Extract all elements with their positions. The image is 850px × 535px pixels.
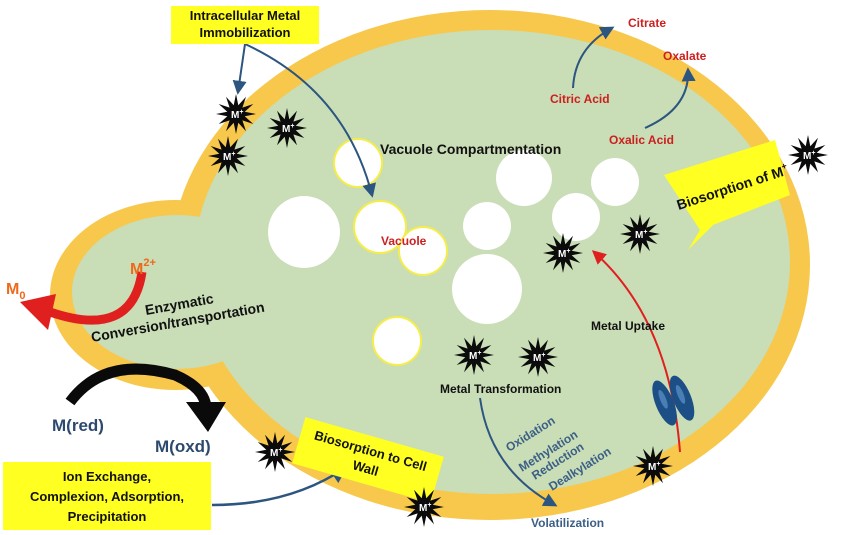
metal-ion-starburst-icon: M+: [518, 337, 558, 377]
ion-exchange-line-1: Ion Exchange,: [63, 469, 151, 484]
metal-ion-label: M+: [533, 352, 545, 364]
metal-ion-starburst-icon: M+: [255, 432, 295, 472]
metal-ion-starburst-icon: M+: [620, 214, 660, 254]
vacuole-label: Vacuole: [381, 234, 427, 248]
metal-ion-label: M+: [648, 461, 660, 473]
metal-ions: M+ M+ M+ M+ M+ M+ M+ M+ M+ M+ M+: [208, 94, 828, 527]
vacuole-circle: [591, 158, 639, 206]
metal-ion-starburst-icon: M+: [267, 108, 307, 148]
m2-to-m0-arrow-body: [48, 271, 147, 325]
mred-to-moxd-arrow-body: [65, 363, 212, 409]
m-oxd-label: M(oxd): [155, 437, 211, 456]
metal-ion-starburst-icon: M+: [543, 233, 583, 273]
immobilization-arrow-right: [244, 43, 376, 198]
vacuole-circle: [268, 196, 340, 268]
arrows: [20, 26, 696, 507]
metal-ion-starburst-icon: M+: [404, 487, 444, 527]
metal-ion-label: M+: [223, 151, 235, 163]
ion-exchange-box: Ion Exchange, Complexion, Adsorption, Pr…: [3, 462, 211, 530]
metal-ion-label: M+: [469, 350, 481, 362]
metal-ion-label: M+: [231, 109, 243, 121]
metal-ion-label: M+: [270, 447, 282, 459]
citrate-label: Citrate: [628, 16, 666, 30]
vacuole-circle: [552, 193, 600, 241]
metal-ion-starburst-icon: M+: [208, 136, 248, 176]
metal-ion-label: M+: [419, 502, 431, 514]
bud-cytoplasm: [72, 215, 282, 369]
metal-ion-starburst-icon: M+: [454, 335, 494, 375]
metal-ion-starburst-icon: M+: [788, 135, 828, 175]
intracellular-line-1: Intracellular Metal: [190, 8, 301, 23]
transporter-channel-icon: [652, 375, 695, 426]
metal-transformation-label: Metal Transformation: [440, 382, 561, 396]
m2-to-m0-arrowhead: [20, 294, 56, 330]
metal-ion-starburst-icon: M+: [216, 94, 256, 134]
m-red-label: M(red): [52, 416, 104, 435]
volatilization-label: Volatilization: [531, 516, 604, 530]
ion-exchange-to-wall-arrow: [211, 466, 348, 507]
vacuole-circle: [372, 316, 422, 366]
biosorption-wall-line-2: Wall: [351, 457, 380, 479]
metal-ion-starburst-icon: M+: [633, 446, 673, 486]
transformation-to-volatilization-arrow: [479, 397, 558, 507]
metal-ion-label: M+: [635, 229, 647, 241]
vacuole-circle: [398, 226, 448, 276]
immobilization-arrow-left: [232, 43, 247, 95]
citric-to-citrate-arrow: [572, 26, 615, 89]
vacuole-circle: [463, 202, 511, 250]
metal-ion-label: M+: [558, 248, 570, 260]
vacuole-circle: [333, 138, 383, 188]
oxalate-label: Oxalate: [663, 49, 707, 63]
intracellular-box: Intracellular Metal Immobilization: [171, 6, 319, 44]
vacuole-circle: [496, 150, 552, 206]
vacuole-compartmentation-label: Vacuole Compartmentation: [380, 141, 561, 157]
ion-exchange-line-3: Precipitation: [68, 509, 147, 524]
m2-plus-label: M2+: [130, 257, 156, 278]
ion-exchange-line-2: Complexion, Adsorption,: [30, 489, 184, 504]
vacuoles: [268, 138, 639, 366]
metal-uptake-label: Metal Uptake: [591, 319, 665, 333]
mred-to-moxd-arrowhead: [186, 402, 226, 432]
oxalic-acid-label: Oxalic Acid: [609, 133, 674, 147]
oxalic-to-oxalate-arrow: [644, 67, 696, 129]
m0-label: M0: [6, 281, 25, 302]
citric-acid-label: Citric Acid: [550, 92, 610, 106]
metal-ion-label: M+: [803, 150, 815, 162]
metal-ion-label: M+: [282, 123, 294, 135]
vacuole-circle: [353, 200, 407, 254]
vacuole-circle: [452, 254, 522, 324]
intracellular-line-2: Immobilization: [200, 25, 291, 40]
